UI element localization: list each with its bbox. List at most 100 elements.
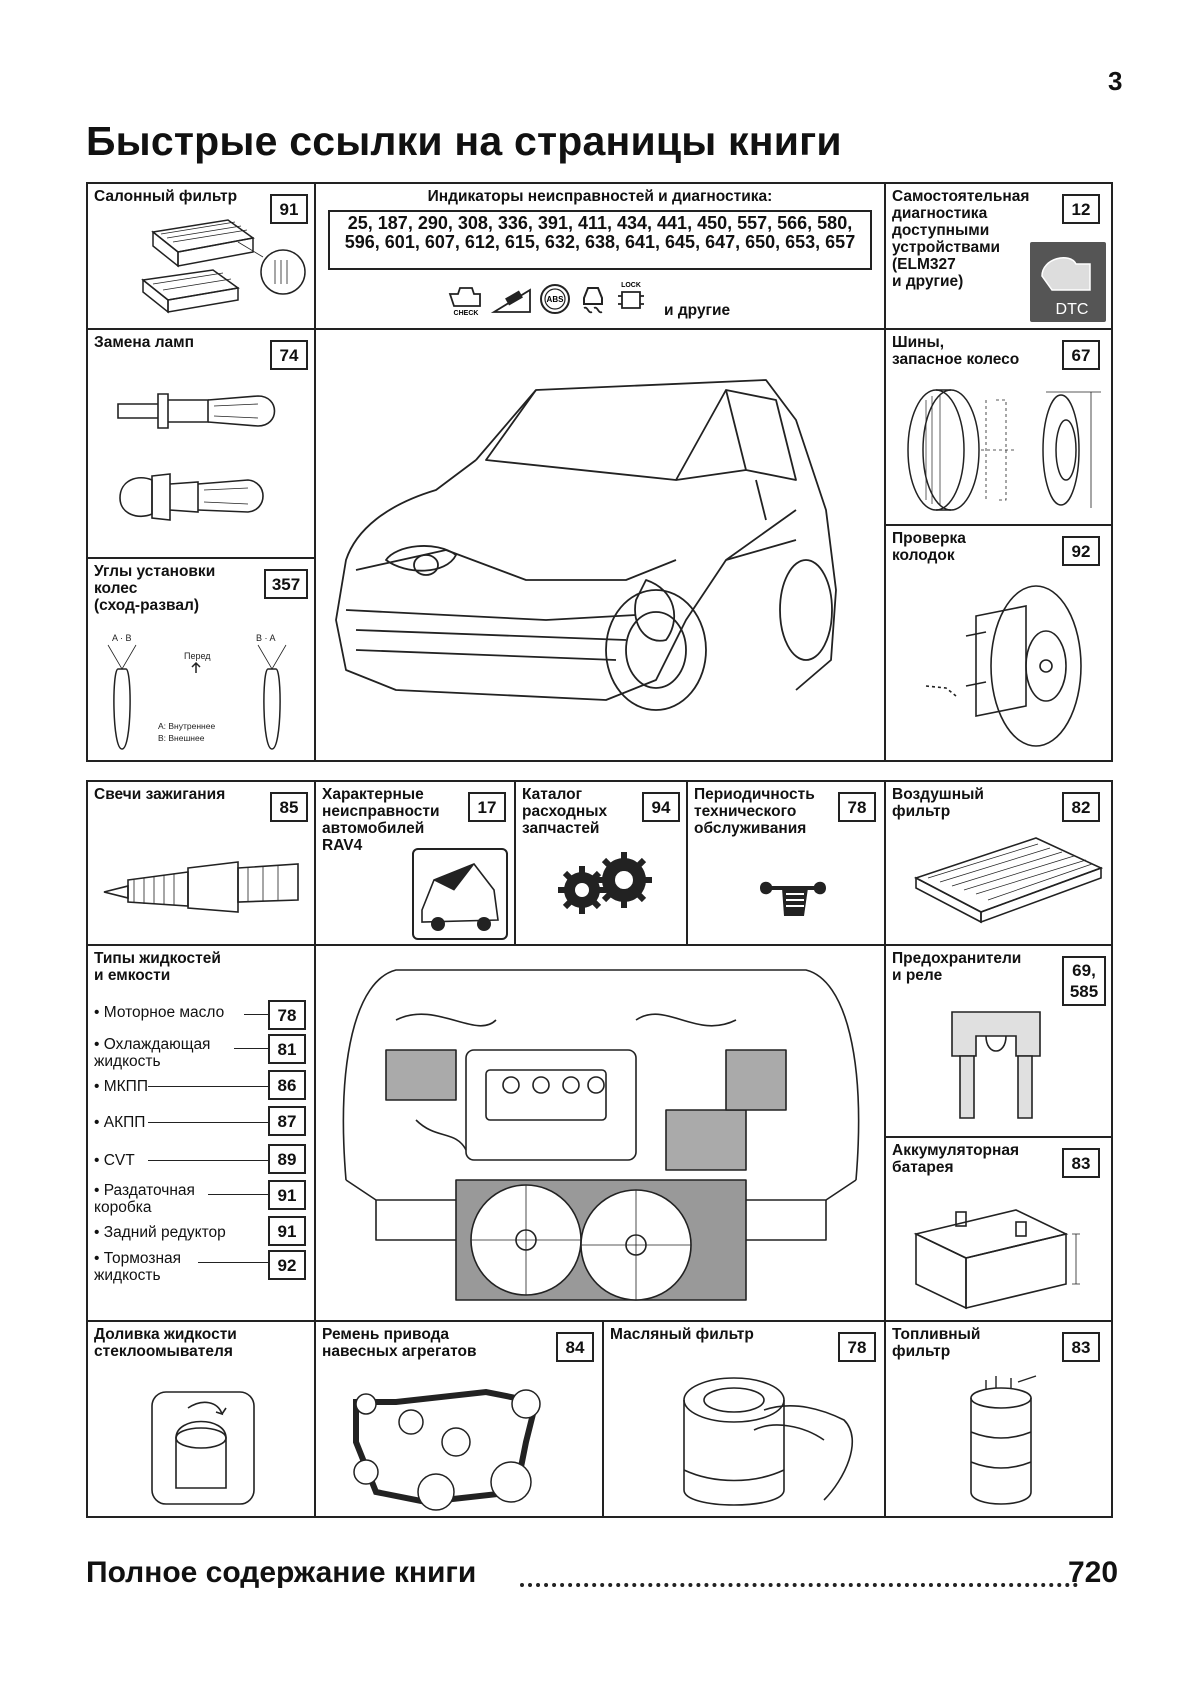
leader-line bbox=[148, 1086, 268, 1087]
leader-line bbox=[148, 1160, 268, 1161]
cell-self-diagnostics[interactable]: Самостоятельная диагностика доступными у… bbox=[884, 182, 1113, 330]
fluid-page[interactable]: 78 bbox=[268, 1000, 306, 1030]
diagnostics-pages[interactable]: 25, 187, 290, 308, 336, 391, 411, 434, 4… bbox=[328, 210, 872, 270]
cell-faults[interactable]: Характерные неисправности автомобилей RA… bbox=[314, 780, 516, 946]
slope-icon bbox=[490, 288, 531, 313]
check-engine-icon: CHECK bbox=[448, 287, 481, 317]
faults-page[interactable]: 17 bbox=[468, 792, 506, 822]
belt-diagram-icon bbox=[353, 1388, 541, 1511]
full-contents-label[interactable]: Полное содержание книги bbox=[86, 1556, 477, 1589]
wrench-hand-icon bbox=[760, 881, 826, 916]
cell-diagnostics[interactable]: Индикаторы неисправностей и диагностика:… bbox=[314, 182, 886, 330]
tires-page[interactable]: 67 bbox=[1062, 340, 1100, 370]
fluid-item: • Задний редуктор bbox=[94, 1224, 226, 1241]
cell-car-image bbox=[314, 328, 886, 762]
page-number: 3 bbox=[1108, 66, 1123, 96]
cell-belt[interactable]: Ремень привода навесных агрегатов 84 bbox=[314, 1320, 604, 1518]
dtc-icon: DTC bbox=[1030, 242, 1106, 322]
traction-icon bbox=[583, 287, 603, 314]
self-diag-page[interactable]: 12 bbox=[1062, 194, 1100, 224]
diagnostics-others: и другие bbox=[664, 302, 731, 319]
leader-line bbox=[148, 1122, 268, 1123]
cell-battery[interactable]: Аккумуляторная батарея 83 bbox=[884, 1136, 1113, 1322]
fluid-item: • МКПП bbox=[94, 1078, 148, 1095]
air-filter-icon bbox=[913, 837, 1104, 924]
cell-fuel-filter[interactable]: Топливный фильтр 83 bbox=[884, 1320, 1113, 1518]
battery-page[interactable]: 83 bbox=[1062, 1148, 1100, 1178]
fluid-page[interactable]: 86 bbox=[268, 1070, 306, 1100]
engine-bay-icon bbox=[342, 969, 860, 1301]
leader-line bbox=[198, 1262, 268, 1263]
cell-lamps[interactable]: Замена ламп 74 bbox=[86, 328, 316, 559]
car-icon bbox=[335, 379, 837, 711]
cell-cabin-filter[interactable]: Салонный фильтр 91 bbox=[86, 182, 316, 330]
battery-icon bbox=[913, 1209, 1080, 1310]
alignment-legend-b: B: Внешнее bbox=[158, 733, 205, 743]
fluid-page[interactable]: 91 bbox=[268, 1216, 306, 1246]
oil-filter-page[interactable]: 78 bbox=[838, 1332, 876, 1362]
cell-engine-bay bbox=[314, 944, 886, 1322]
cell-fluids[interactable]: Типы жидкостей и емкости • Моторное масл… bbox=[86, 944, 316, 1322]
alignment-legend-a: A: Внутреннее bbox=[158, 721, 215, 731]
fluid-item: • Раздаточная коробка bbox=[94, 1182, 195, 1216]
fluid-item: • Охлаждающая жидкость bbox=[94, 1036, 211, 1070]
leader-line bbox=[208, 1194, 268, 1195]
abs-icon-text: ABS bbox=[547, 295, 565, 304]
full-contents-page[interactable]: 720 bbox=[1068, 1556, 1119, 1589]
cell-alignment[interactable]: Углы установки колес (сход-развал) 357 A… bbox=[86, 557, 316, 762]
spark-plug-icon bbox=[103, 861, 299, 913]
fluid-page[interactable]: 87 bbox=[268, 1106, 306, 1136]
fluids-label: Типы жидкостей и емкости bbox=[94, 950, 221, 984]
catalog-page[interactable]: 94 bbox=[642, 792, 680, 822]
lamps-label: Замена ламп bbox=[94, 334, 195, 351]
fluid-item: • Моторное масло bbox=[94, 1004, 225, 1021]
cell-catalog[interactable]: Каталог расходных запчастей 94 bbox=[514, 780, 688, 946]
cabin-filter-label: Салонный фильтр bbox=[94, 188, 238, 205]
fluid-page[interactable]: 89 bbox=[268, 1144, 306, 1174]
cell-spark-plugs[interactable]: Свечи зажигания 85 bbox=[86, 780, 316, 946]
cell-maintenance[interactable]: Периодичность технического обслуживания … bbox=[686, 780, 886, 946]
brake-icon bbox=[925, 585, 1082, 747]
cell-tires[interactable]: Шины, запасное колесо 67 bbox=[884, 328, 1113, 526]
tires-label: Шины, запасное колесо bbox=[892, 334, 1020, 368]
battery-label: Аккумуляторная батарея bbox=[892, 1142, 1020, 1176]
cell-air-filter[interactable]: Воздушный фильтр 82 bbox=[884, 780, 1113, 946]
fuses-page[interactable]: 69, 585 bbox=[1062, 956, 1106, 1006]
cabin-filter-page[interactable]: 91 bbox=[270, 194, 308, 224]
check-icon-text: CHECK bbox=[454, 310, 479, 317]
dot-leader bbox=[520, 1583, 1078, 1587]
maintenance-label: Периодичность технического обслуживания bbox=[694, 786, 815, 837]
spark-plugs-page[interactable]: 85 bbox=[270, 792, 308, 822]
faults-label: Характерные неисправности автомобилей RA… bbox=[322, 786, 440, 854]
diagnostics-title: Индикаторы неисправностей и диагностика: bbox=[427, 188, 773, 205]
belt-page[interactable]: 84 bbox=[556, 1332, 594, 1362]
alignment-label: Углы установки колес (сход-развал) bbox=[94, 563, 216, 614]
fuel-filter-page[interactable]: 83 bbox=[1062, 1332, 1100, 1362]
fluid-page[interactable]: 92 bbox=[268, 1250, 306, 1280]
oil-filter-label: Масляный фильтр bbox=[610, 1326, 754, 1343]
cabin-filter-icon bbox=[141, 219, 306, 314]
fluid-item: • CVT bbox=[94, 1152, 135, 1169]
fluid-page[interactable]: 81 bbox=[268, 1034, 306, 1064]
washer-label: Доливка жидкости стеклоомывателя bbox=[94, 1326, 237, 1360]
lamps-page[interactable]: 74 bbox=[270, 340, 308, 370]
self-diag-label: Самостоятельная диагностика доступными у… bbox=[892, 188, 1030, 290]
gears-icon bbox=[558, 852, 652, 914]
alignment-page[interactable]: 357 bbox=[264, 569, 308, 599]
fluid-page[interactable]: 91 bbox=[268, 1180, 306, 1210]
alignment-ba: B · A bbox=[256, 633, 276, 643]
cell-fuses[interactable]: Предохранители и реле 69, 585 bbox=[884, 944, 1113, 1138]
maintenance-page[interactable]: 78 bbox=[838, 792, 876, 822]
abs-icon: ABS bbox=[540, 284, 570, 314]
fuses-label: Предохранители и реле bbox=[892, 950, 1022, 984]
alignment-ab: A · B bbox=[112, 633, 132, 643]
cell-washer[interactable]: Доливка жидкости стеклоомывателя bbox=[86, 1320, 316, 1518]
cell-oil-filter[interactable]: Масляный фильтр 78 bbox=[602, 1320, 886, 1518]
cell-brakes[interactable]: Проверка колодок 92 bbox=[884, 524, 1113, 762]
brakes-page[interactable]: 92 bbox=[1062, 536, 1100, 566]
oil-filter-icon bbox=[683, 1377, 854, 1506]
air-filter-page[interactable]: 82 bbox=[1062, 792, 1100, 822]
belt-label: Ремень привода навесных агрегатов bbox=[322, 1326, 477, 1360]
fuel-filter-icon bbox=[970, 1375, 1037, 1505]
page-title: Быстрые ссылки на страницы книги bbox=[86, 118, 842, 164]
